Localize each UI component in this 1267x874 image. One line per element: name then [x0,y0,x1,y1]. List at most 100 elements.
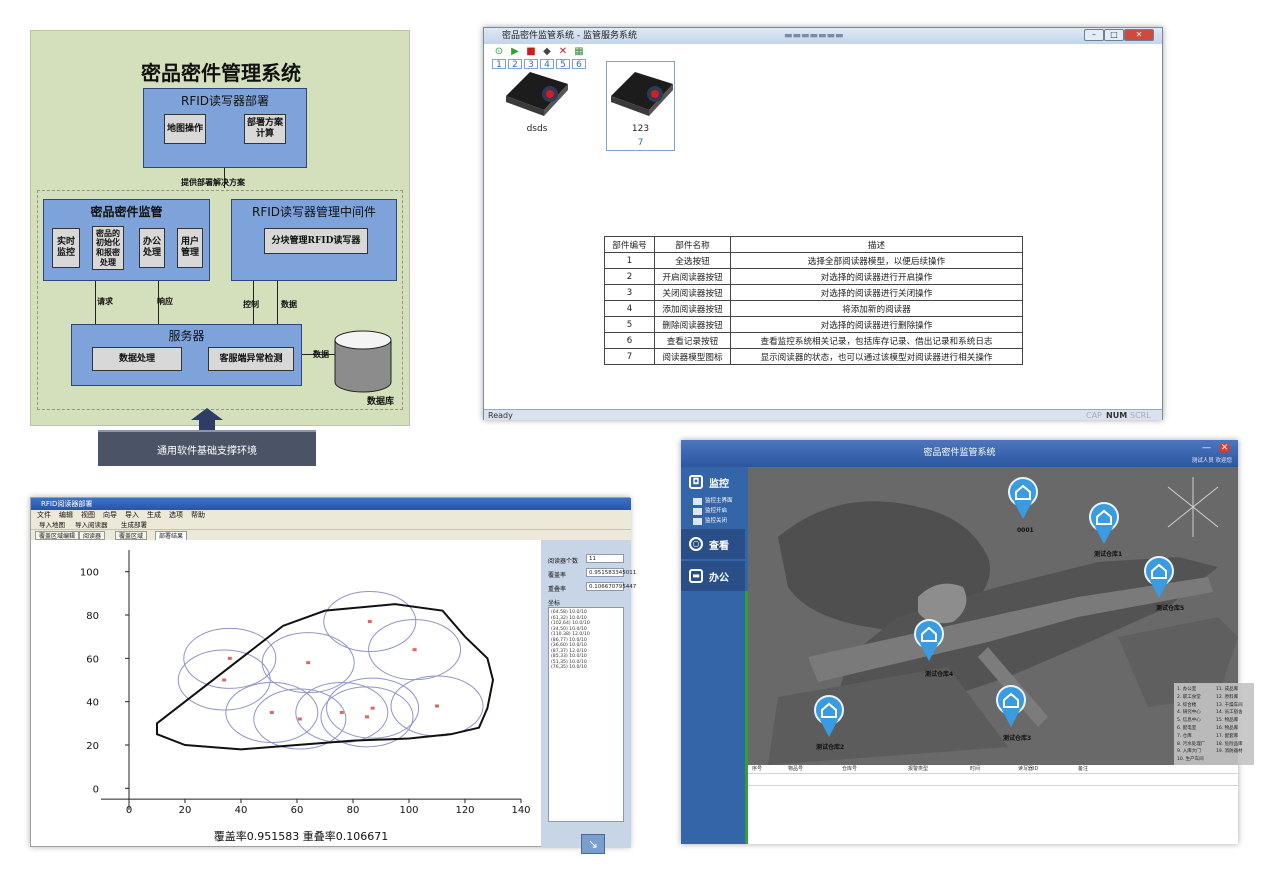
location-pin-icon[interactable] [1006,477,1040,521]
menu-item[interactable]: 帮助 [191,511,205,519]
deploy-title: RFID阅读器部署 [41,500,93,508]
menu-item[interactable]: 向导 [103,511,117,519]
list-item[interactable]: (64,58) 10.0/10 [551,610,587,615]
list-item[interactable]: (76,35) 10.0/10 [551,665,587,670]
tab-reader[interactable]: 阅读器 [79,531,106,540]
side-nav: ◘ 监控 监控主界面 监控开启 监控关闭 ○ 查看 ▬ 办公 [681,467,748,844]
office-box: 办公处理 [139,228,165,268]
list-item[interactable]: (102,64) 10.0/10 [551,621,590,626]
grid-header: 仓库号 [842,766,858,772]
nav-office[interactable]: ▬ 办公 [681,561,745,591]
import-map-button[interactable]: 导入地图 [39,521,65,529]
data-process-box: 数据处理 [92,347,182,371]
coord-list[interactable]: (64,58) 10.0/10(61,32) 10.0/10(102,64) 1… [548,607,624,822]
legend-entry: 1. 办公室 [1177,687,1197,692]
provide-label: 提供部署解决方案 [181,177,245,187]
user-greeting: 测试人员 欢迎您 [1191,458,1232,464]
count-field[interactable]: 11 [586,554,624,563]
sub-monitor-stop[interactable]: 监控关闭 [693,517,727,526]
table-cell: 4 [604,300,655,317]
menu-item[interactable]: 导入 [125,511,139,519]
cover-field[interactable]: 0.951583345011 [586,568,636,577]
legend-entry: 7. 仓库 [1177,733,1192,739]
location-pin-icon[interactable] [1087,502,1121,546]
close-button[interactable]: ✕ [1124,29,1154,41]
list-item[interactable]: (61,32) 10.0/10 [551,615,587,621]
generate-button[interactable]: 生成部署 [121,521,147,529]
reader-point [370,706,375,710]
chart-icon[interactable]: ↘ [581,834,605,854]
col-header: 描述 [730,236,1023,253]
window-title: 密品密件监管系统 - 监管服务系统 [502,31,637,41]
realtime-box: 实时监控 [52,228,80,268]
location-pin-icon[interactable] [812,695,846,739]
toolbar-num: 6 [572,59,586,70]
grid-header: 读写器ID [1018,766,1039,772]
tab-result[interactable]: 部署结果 [155,531,188,540]
list-item[interactable]: (86,77) 10.0/10 [551,637,587,643]
location-pin-icon[interactable] [912,619,946,663]
menu-item[interactable]: 生成 [147,511,161,519]
sub-monitor-main[interactable]: 监控主界面 [693,497,733,506]
menu-item[interactable]: 编辑 [59,511,73,519]
db-connector [302,354,336,355]
x-tick-label: 80 [347,805,360,816]
pin-label: 测试仓库1 [1094,551,1123,558]
reader-num: 7 [637,138,644,148]
list-item[interactable]: (85,33) 10.0/10 [551,654,587,659]
stop-icon[interactable]: ■ [526,46,536,57]
nav-monitor[interactable]: ◘ 监控 [681,467,745,497]
start-icon[interactable]: ▶ [511,46,519,57]
import-reader-button[interactable]: 导入阅读器 [75,521,108,529]
reader-model-selected[interactable]: 123 7 [606,61,675,151]
arch-title: 密品密件管理系统 [141,61,301,85]
control-label: 控制 [243,299,259,309]
list-item[interactable]: (110,38) 12.0/10 [551,632,590,637]
table-cell: 5 [604,316,655,333]
deploy-plan-box: 部署方案计算 [244,114,286,144]
select-all-icon[interactable]: ⊙ [494,46,504,57]
menu-item[interactable]: 视图 [81,511,95,519]
reader-point [435,704,439,708]
cover-label: 覆盖率 [548,572,567,579]
location-pin-icon[interactable] [1142,556,1176,600]
reader-point [227,656,232,660]
init-box: 密品的初始化和报密处理 [92,226,124,270]
nav-view[interactable]: ○ 查看 [681,529,745,559]
legend-entry: 6. 配电室 [1177,726,1197,731]
list-item[interactable]: (34,50) 10.0/10 [551,626,587,632]
y-tick-label: 60 [86,654,99,665]
map-monitor-window: 密品密件监管系统 — ✕ 测试人员 欢迎您 ◘ 监控 监控主界面 监控开启 监控… [681,440,1254,844]
minimize-button[interactable]: – [1084,29,1104,41]
nav-accent [745,591,748,844]
minimize-button[interactable]: — [1202,443,1211,453]
add-reader-icon[interactable]: ◆ [543,46,551,57]
close-button[interactable]: ✕ [1219,443,1230,453]
reader-icon [506,72,568,116]
request-label: 请求 [97,296,113,306]
tab-area-edit[interactable]: 覆盖区域编辑 [35,531,80,540]
menu-item[interactable]: 选项 [169,511,183,519]
supervise-title: 密品密件监管 [90,205,163,219]
toolbar-num: 4 [540,59,554,70]
reader-model[interactable]: dsds [502,66,572,134]
list-item[interactable]: (36,60) 10.0/10 [551,643,587,648]
connector [224,168,225,188]
tab-area[interactable]: 覆盖区域 [115,531,148,540]
y-tick-label: 100 [80,568,99,579]
list-item[interactable]: (87,37) 12.0/10 [551,648,587,654]
grid-header: 物品号 [788,766,804,772]
overlap-field[interactable]: 0.106670795447 [586,582,636,591]
maximize-button[interactable]: □ [1104,29,1124,41]
records-icon[interactable]: ▦ [574,46,584,57]
list-item[interactable]: (51,35) 10.0/10 [551,659,587,665]
location-pin-icon[interactable] [994,685,1028,729]
x-tick-label: 60 [291,805,304,816]
menu-item[interactable]: 文件 [37,511,51,519]
sub-monitor-start[interactable]: 监控开启 [693,507,727,516]
delete-icon[interactable]: ✕ [558,46,568,57]
